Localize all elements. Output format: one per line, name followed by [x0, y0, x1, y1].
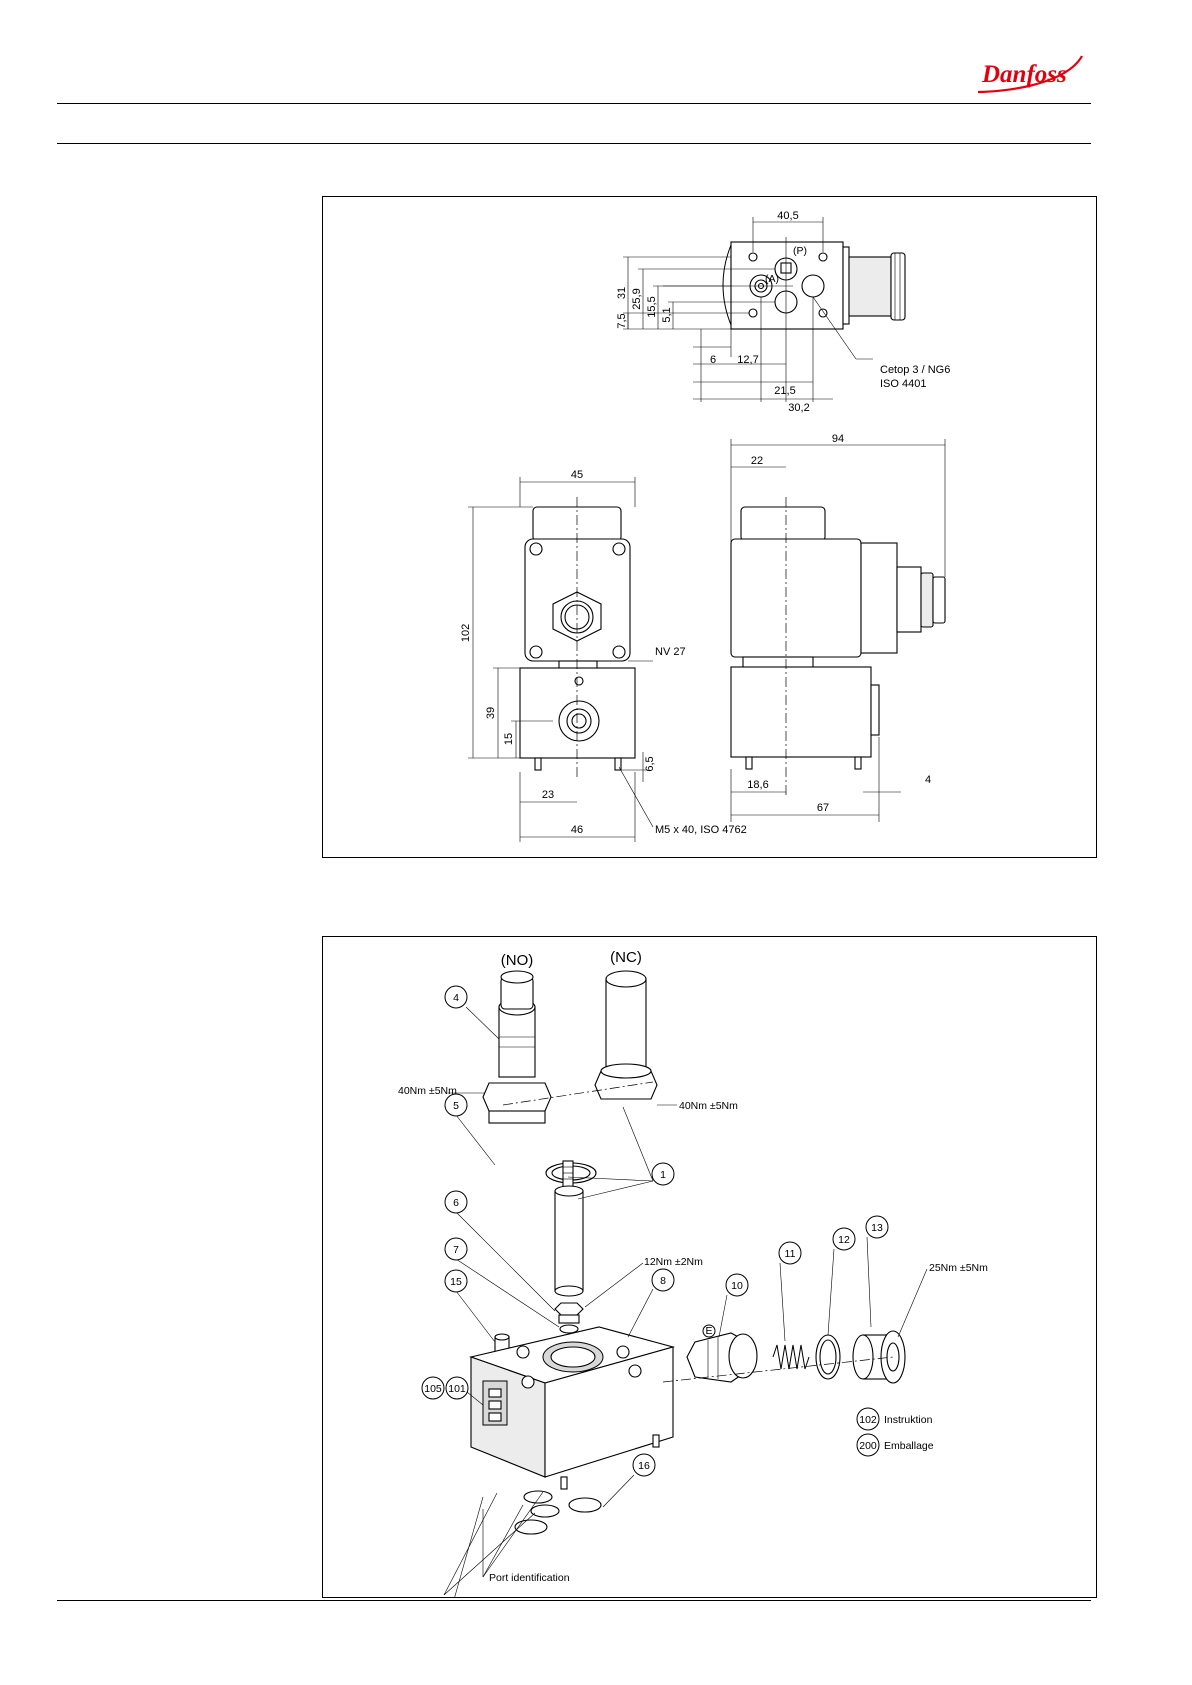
dim-31: 31 [616, 287, 628, 299]
danfoss-logo: Danfoss [970, 48, 1090, 98]
legend-102-label: Instruktion [884, 1414, 933, 1426]
dim-5-1: 5,1 [661, 307, 673, 322]
legend-200-number: 200 [859, 1440, 877, 1452]
part-10: 10 [731, 1280, 743, 1292]
dim-94: 94 [832, 433, 844, 445]
dim-15: 15 [503, 733, 515, 745]
dim-15-5: 15,5 [646, 296, 658, 317]
dim-4: 4 [925, 774, 931, 786]
part-8: 8 [660, 1275, 666, 1287]
part-4: 4 [453, 992, 459, 1004]
dim-7-5: 7,5 [616, 313, 628, 328]
torque-seat-leader [585, 1263, 643, 1307]
nc-armature-tube [595, 971, 657, 1099]
cetop-label: Cetop 3 / NG6 [880, 364, 950, 376]
torque-plug-label: 25Nm ±5Nm [929, 1262, 988, 1274]
dimension-drawing-frame: 40,5 31 25,9 15,5 5,1 7,5 6 12,7 21,5 30… [322, 196, 1097, 858]
front-view [468, 477, 653, 842]
torque-right-label: 40Nm ±5Nm [679, 1100, 738, 1112]
part-1: 1 [660, 1169, 666, 1181]
iso-4401-label: ISO 4401 [880, 378, 926, 390]
o-ring-16d [531, 1505, 559, 1517]
dim-21-5: 21,5 [774, 385, 795, 397]
dim-18-6: 18,6 [747, 779, 768, 791]
port-p-label: (P) [793, 245, 807, 257]
torque-plug-leader [898, 1269, 927, 1337]
no-armature-tube [483, 971, 551, 1123]
spring-11 [773, 1345, 809, 1369]
footer-rule [57, 1600, 1091, 1601]
legend-200-label: Emballage [884, 1440, 934, 1452]
part-105: 105 [424, 1383, 442, 1395]
torque-left-label: 40Nm ±5Nm [398, 1085, 457, 1097]
dim-25-9: 25,9 [631, 288, 643, 309]
legend-102-number: 102 [859, 1414, 877, 1426]
dim-12-7: 12,7 [737, 354, 758, 366]
variant-nc-label: (NC) [610, 949, 642, 966]
part-6: 6 [453, 1197, 459, 1209]
seat-6 [555, 1303, 583, 1315]
header-rule-top [57, 103, 1091, 104]
header-rule-bottom [57, 143, 1091, 144]
port-mark: E [705, 1325, 712, 1337]
dim-23: 23 [542, 789, 554, 801]
port-id-leader-c [483, 1492, 543, 1577]
o-ring-16b [569, 1498, 601, 1512]
part-15: 15 [450, 1276, 462, 1288]
dim-22: 22 [751, 455, 763, 467]
o-ring-12-inner [820, 1340, 836, 1374]
dim-6-5: 6,5 [644, 756, 656, 771]
seat-6-base [559, 1315, 579, 1323]
port-id-leader-a [483, 1505, 523, 1577]
side-view [731, 439, 945, 822]
nut-label: NV 27 [655, 646, 686, 658]
dim-102: 102 [460, 624, 472, 642]
part-101: 101 [448, 1383, 466, 1395]
dim-45: 45 [571, 469, 583, 481]
dim-30-2: 30,2 [788, 402, 809, 414]
part-5: 5 [453, 1100, 459, 1112]
port-identification-label: Port identification [489, 1572, 570, 1584]
svg-text:Danfoss: Danfoss [981, 61, 1067, 88]
screw-label: M5 x 40, ISO 4762 [655, 824, 747, 836]
o-ring-16a [524, 1491, 552, 1503]
dim-67: 67 [817, 802, 829, 814]
o-ring-7 [560, 1325, 578, 1333]
part-16: 16 [638, 1460, 650, 1472]
part-11: 11 [785, 1248, 796, 1260]
dim-6: 6 [710, 354, 716, 366]
dim-40-5: 40,5 [777, 210, 798, 222]
dim-39: 39 [485, 707, 497, 719]
plug-13 [853, 1331, 905, 1383]
part-7: 7 [453, 1244, 459, 1256]
port-a-label: (A) [765, 273, 779, 285]
exploded-view-frame: 4 5 1 6 7 15 105 101 8 10 11 12 13 16 10… [322, 936, 1097, 1598]
cartridge-10 [687, 1333, 757, 1382]
torque-seat-label: 12Nm ±2Nm [644, 1256, 703, 1268]
part-13: 13 [871, 1222, 883, 1234]
variant-no-label: (NO) [501, 952, 534, 969]
part-12: 12 [838, 1234, 850, 1246]
dim-46: 46 [571, 824, 583, 836]
bolt-15-head [495, 1334, 509, 1340]
